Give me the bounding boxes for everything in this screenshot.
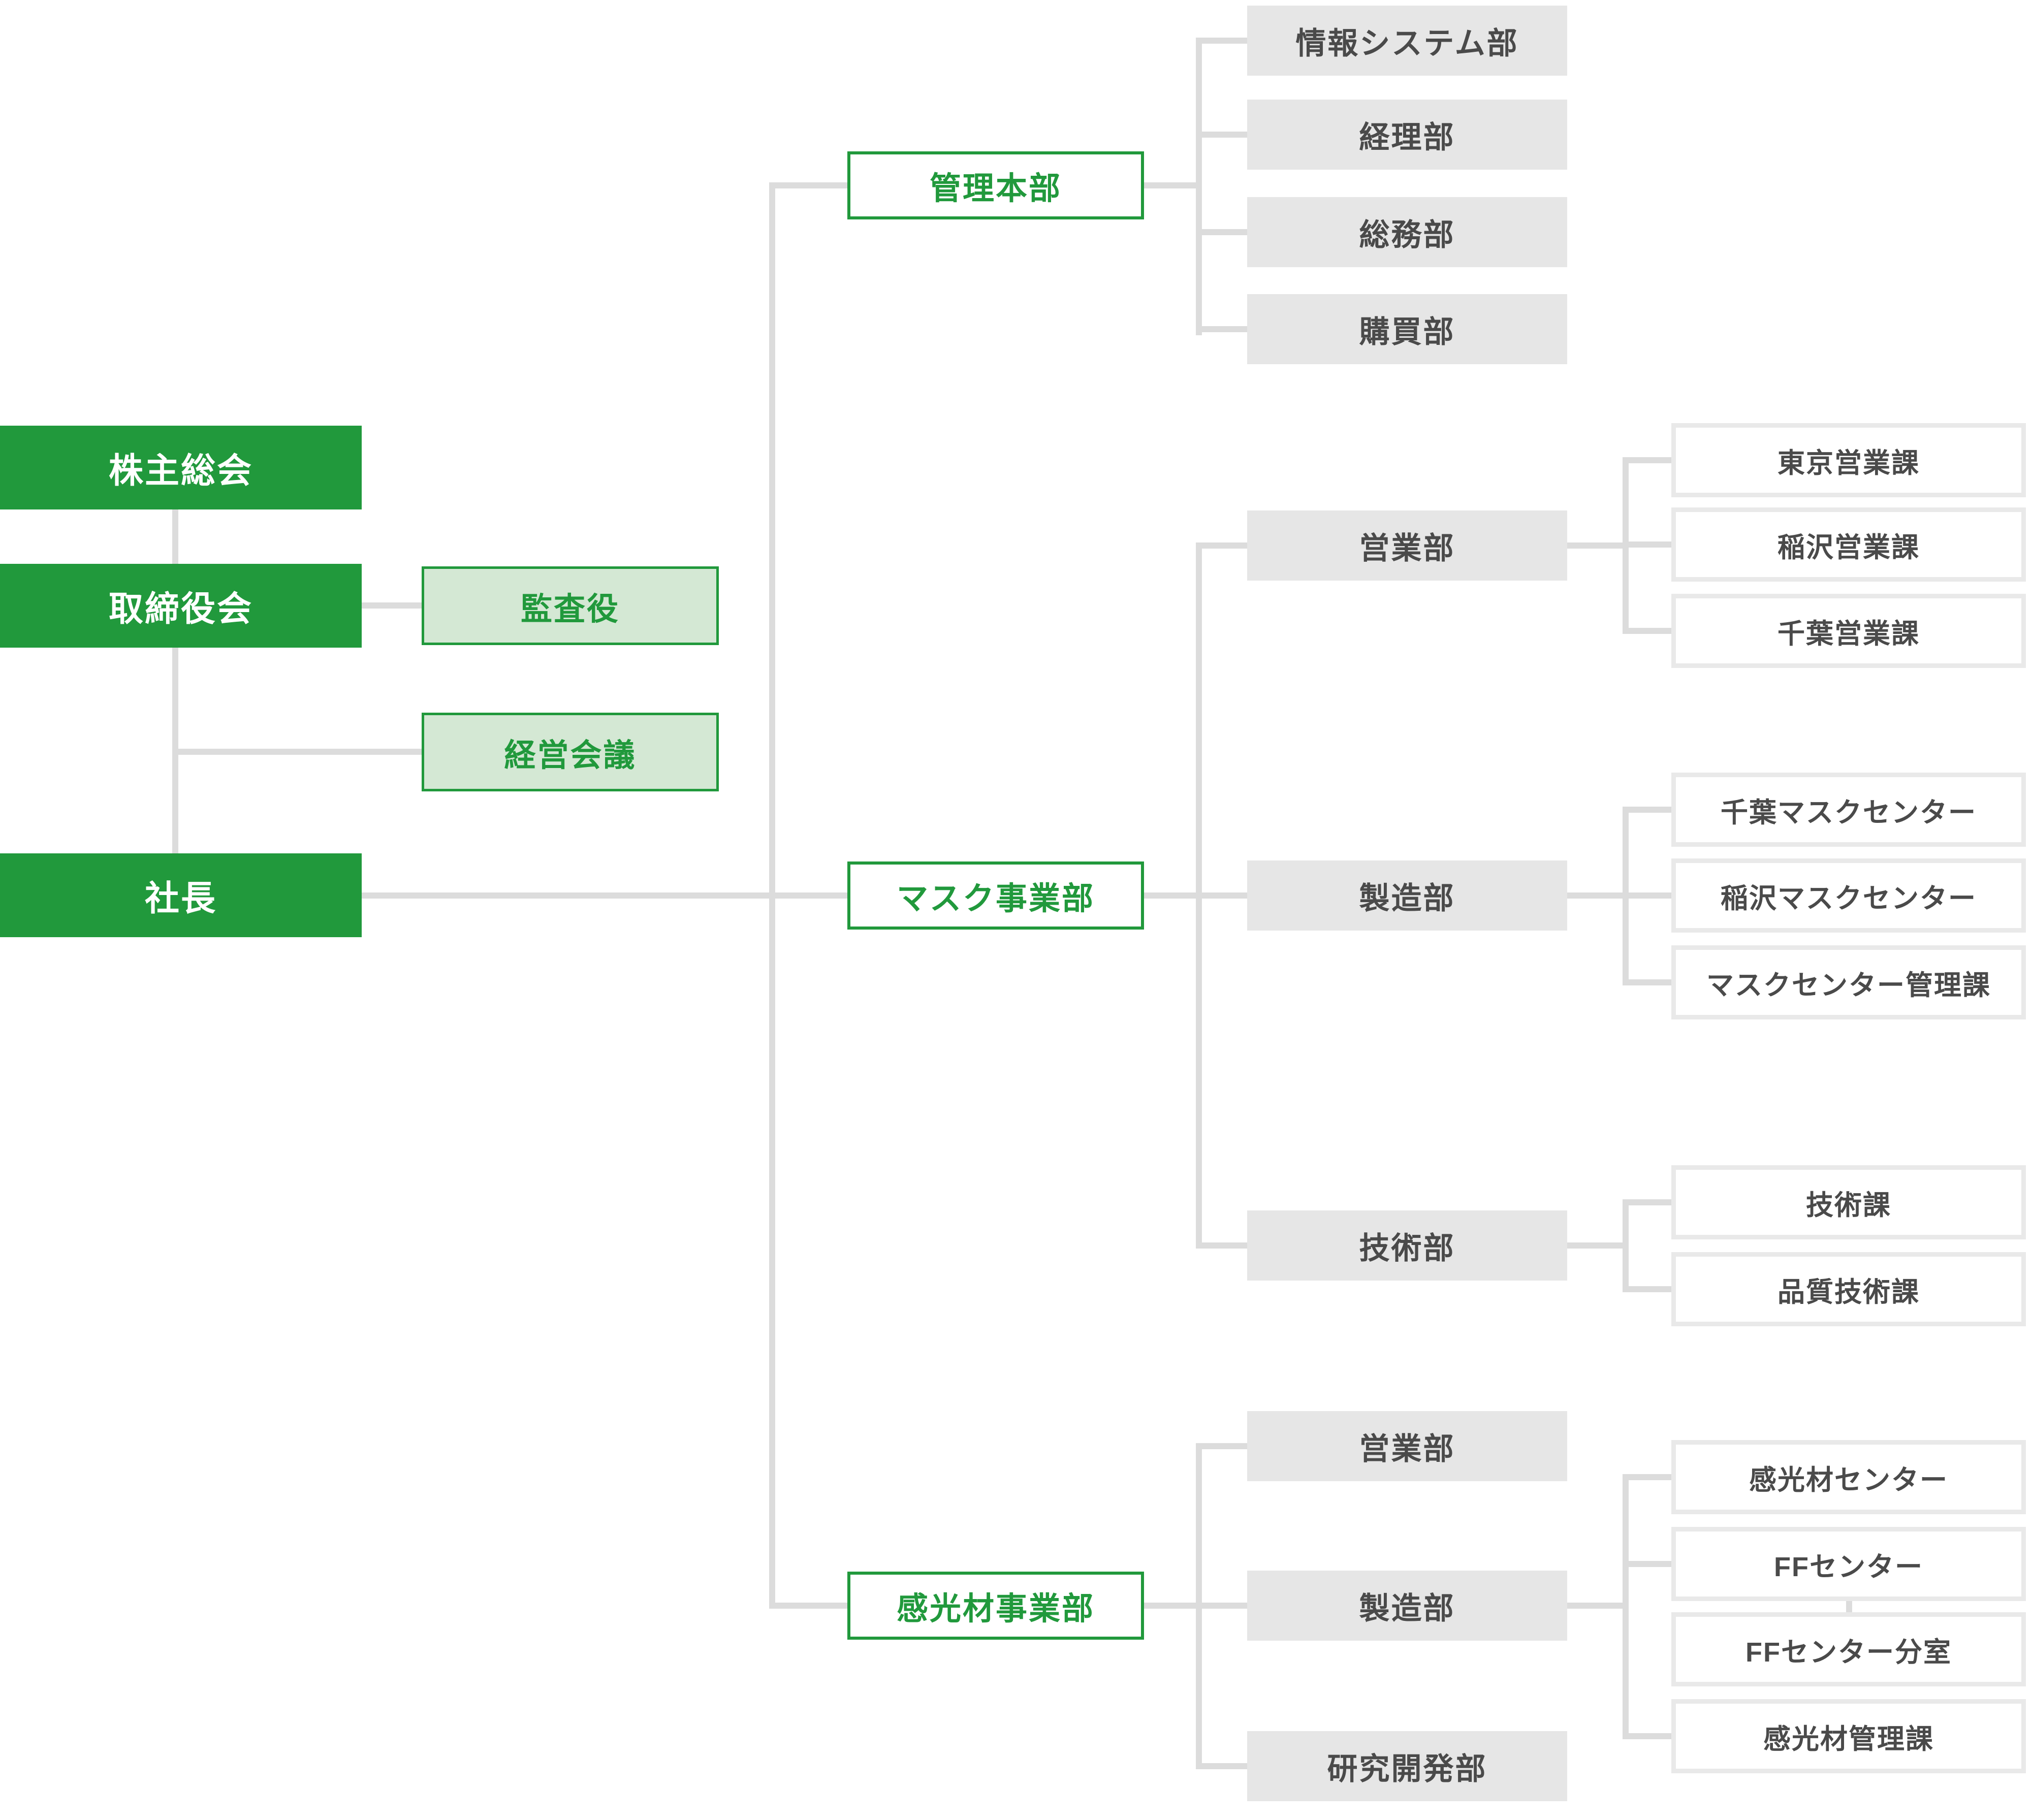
connector-line	[1623, 1733, 1672, 1739]
connector-line	[1196, 892, 1248, 899]
org-box-chiba-mask-center: 千葉マスクセンター	[1671, 773, 2026, 847]
connector-line	[1567, 542, 1628, 549]
org-box-photosensitive-admin-section: 感光材管理課	[1671, 1699, 2026, 1773]
connector-line	[1196, 38, 1202, 335]
connector-line	[172, 648, 178, 855]
org-box-accounting-dept: 経理部	[1247, 100, 1567, 170]
connector-line	[1196, 542, 1202, 1249]
connector-line	[769, 182, 775, 1609]
org-box-shareholders-meeting: 株主総会	[0, 426, 362, 509]
org-box-information-systems-dept: 情報システム部	[1247, 6, 1567, 76]
connector-line	[769, 182, 848, 188]
connector-line	[1623, 1561, 1672, 1567]
org-box-manufacturing-dept-photosensitive: 製造部	[1247, 1571, 1567, 1641]
connector-line	[1623, 1199, 1629, 1292]
org-box-tokyo-sales-section: 東京営業課	[1671, 423, 2026, 497]
connector-line	[1623, 628, 1672, 634]
org-box-manufacturing-dept-mask: 製造部	[1247, 860, 1567, 931]
org-box-auditor: 監査役	[422, 566, 719, 645]
org-box-inazawa-sales-section: 稲沢営業課	[1671, 507, 2026, 582]
org-box-mask-division: マスク事業部	[847, 861, 1144, 930]
connector-line	[1196, 1242, 1248, 1249]
org-box-president: 社長	[0, 853, 362, 937]
org-box-ff-center-annex: FFセンター分室	[1671, 1612, 2026, 1686]
org-box-ff-center: FFセンター	[1671, 1527, 2026, 1601]
org-box-inazawa-mask-center: 稲沢マスクセンター	[1671, 858, 2026, 933]
connector-line	[1196, 1603, 1248, 1609]
connector-line	[1623, 807, 1629, 985]
connector-line	[1623, 457, 1629, 634]
connector-line	[1567, 892, 1628, 899]
connector-line	[1623, 1199, 1672, 1205]
connector-line	[769, 1603, 848, 1609]
connector-line	[1196, 38, 1248, 44]
org-box-general-affairs-dept: 総務部	[1247, 197, 1567, 267]
org-box-management-council: 経営会議	[422, 713, 719, 791]
org-box-purchasing-dept: 購買部	[1247, 294, 1567, 364]
connector-line	[1144, 892, 1201, 899]
connector-line	[1196, 326, 1248, 332]
org-box-admin-headquarters: 管理本部	[847, 151, 1144, 219]
connector-line	[173, 749, 423, 755]
connector-line	[1623, 541, 1672, 548]
org-box-sales-dept-photosensitive: 営業部	[1247, 1411, 1567, 1481]
connector-line	[1196, 1443, 1202, 1769]
connector-line	[1567, 1242, 1628, 1249]
org-box-board-of-directors: 取締役会	[0, 564, 362, 648]
connector-line	[172, 509, 178, 565]
connector-line	[1623, 457, 1672, 463]
connector-line	[1567, 1603, 1628, 1609]
connector-line	[1623, 1474, 1629, 1739]
connector-line	[1196, 1763, 1248, 1769]
connector-line	[362, 602, 423, 609]
org-box-engineering-dept: 技術部	[1247, 1210, 1567, 1281]
connector-line	[769, 892, 848, 899]
org-box-mask-center-admin-section: マスクセンター管理課	[1671, 945, 2026, 1019]
connector-line	[1623, 1286, 1672, 1292]
connector-line	[1196, 1443, 1248, 1449]
org-box-sales-dept-mask: 営業部	[1247, 510, 1567, 581]
connector-line	[1144, 1603, 1201, 1609]
connector-line	[1623, 807, 1672, 813]
org-box-chiba-sales-section: 千葉営業課	[1671, 594, 2026, 668]
org-box-engineering-section: 技術課	[1671, 1165, 2026, 1239]
connector-line	[1623, 979, 1672, 985]
connector-line	[1623, 1474, 1672, 1480]
org-box-photosensitive-division: 感光材事業部	[847, 1572, 1144, 1640]
connector-line	[1196, 229, 1248, 235]
connector-line	[362, 892, 773, 899]
connector-line	[1196, 542, 1248, 549]
connector-line	[1196, 132, 1248, 138]
org-box-photosensitive-center: 感光材センター	[1671, 1440, 2026, 1514]
connector-line	[1144, 182, 1201, 188]
connector-line	[1623, 892, 1672, 899]
connector-line	[1846, 1601, 1852, 1615]
org-box-quality-engineering-section: 品質技術課	[1671, 1252, 2026, 1326]
org-box-rnd-dept: 研究開発部	[1247, 1731, 1567, 1801]
